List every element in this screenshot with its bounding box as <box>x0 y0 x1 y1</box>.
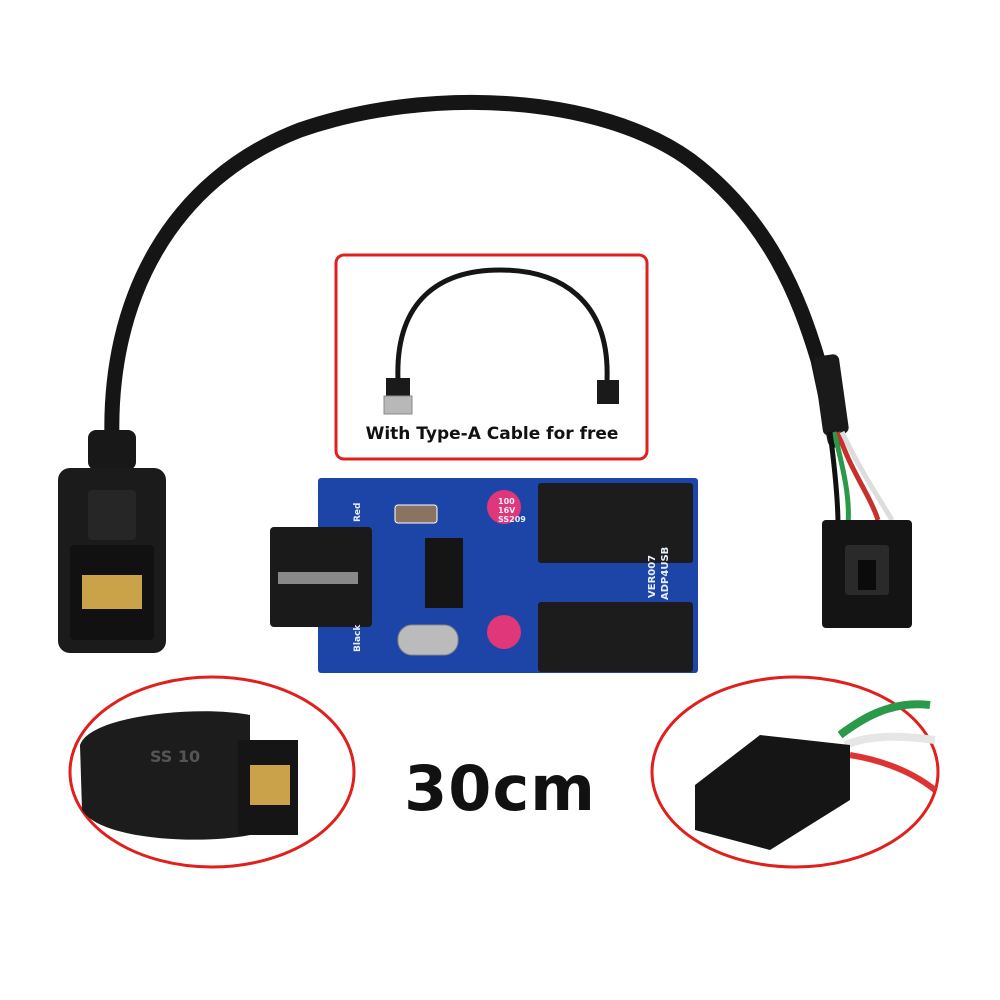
inset-header <box>597 380 619 404</box>
pcb-model: VER007 <box>647 555 658 598</box>
inset-caption: With Type-A Cable for free <box>365 424 619 444</box>
type-e-connector <box>58 430 166 653</box>
capacitor-code: SS209 <box>498 515 526 524</box>
wire-black <box>827 431 841 526</box>
pcb-label-black: Black <box>353 624 363 652</box>
wire-white <box>839 430 895 522</box>
detail-contacts <box>250 765 290 805</box>
cable-length-label: 30cm <box>404 752 596 825</box>
detail-type-e-body <box>80 711 250 840</box>
pcb-label-red: Red <box>353 503 363 522</box>
capacitor-voltage: 16V <box>498 506 516 515</box>
pcb-name: ADP4USB <box>660 547 671 600</box>
cable-sleeve <box>813 354 849 436</box>
wire-red <box>835 431 881 521</box>
connector-logo: SS 10 <box>150 747 200 766</box>
detail-wire-red <box>849 752 937 793</box>
detail-wire-white <box>843 732 936 749</box>
detail-wires <box>837 700 931 739</box>
pcb-board: 100 16V SS209 VER007 ADP4USB Red Black <box>270 478 698 673</box>
detail-header-body <box>695 735 850 850</box>
header-connector <box>822 520 912 628</box>
inset-cable <box>395 267 610 381</box>
main-cable <box>104 94 843 448</box>
usb-a-metal <box>383 395 413 415</box>
capacitor-value: 100 <box>498 497 515 506</box>
wire-green <box>831 431 851 526</box>
usb-a-plug <box>386 378 410 398</box>
